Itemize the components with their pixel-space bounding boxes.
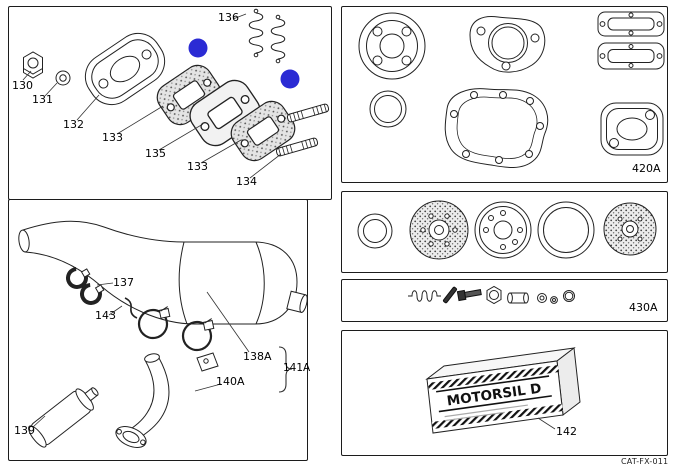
kit-textured-disc — [603, 202, 657, 256]
washer-part — [55, 70, 71, 86]
part-label-141a: 141A — [283, 362, 311, 374]
kit-plug — [486, 285, 502, 305]
exhaust-flange-gasket — [600, 102, 664, 156]
part-label-131: 131 — [32, 93, 53, 106]
doc-code: CAT-FX-011 — [621, 457, 669, 466]
panel-kit-hardware — [341, 279, 668, 322]
reed-gasket-bottom — [597, 42, 665, 70]
clamp-ring-b — [181, 318, 215, 352]
elbow-pipe-part — [127, 353, 170, 439]
kit-spring — [408, 290, 441, 302]
kit-roller-pin — [507, 292, 529, 304]
clamp-part-a — [66, 267, 91, 289]
manifold-diagram — [22, 8, 330, 179]
clamp-ring-a — [137, 306, 171, 340]
kit-shaped-gasket — [474, 201, 532, 259]
part-label-134: 134 — [236, 175, 257, 188]
kit-seal-ring — [357, 213, 393, 249]
part-label-133b: 133 — [187, 160, 208, 173]
part-label-142: 142 — [556, 425, 577, 438]
round-flange-gasket — [358, 12, 426, 80]
stud-part-a — [286, 103, 330, 123]
part-label-139: 139 — [14, 424, 35, 437]
panel-gasket-set — [341, 6, 668, 183]
reed-gasket-top — [597, 11, 665, 37]
panel-kit-discs — [341, 191, 668, 273]
kit-hardware-diagram — [408, 285, 575, 305]
silencer-part — [28, 387, 99, 448]
exhaust-spring-b — [270, 14, 286, 64]
sealant-box-part: MOTORSIL D — [425, 347, 581, 434]
marker-dot-2[interactable] — [280, 69, 300, 89]
elbow-flange-part — [115, 426, 147, 448]
part-label-143: 143 — [95, 309, 116, 322]
part-label-140a: 140A — [216, 375, 245, 388]
kit-large-ring — [537, 201, 595, 259]
part-label-137: 137 — [113, 276, 134, 289]
kit-washer-large — [537, 293, 547, 303]
group-code-430a: 430A — [629, 301, 658, 314]
spring-hook-part — [124, 297, 138, 319]
leader-lines — [32, 282, 293, 428]
cylinder-head-gasket — [469, 16, 546, 73]
nut-part — [23, 51, 43, 79]
exhaust-spring-a — [248, 8, 264, 58]
exhaust-diagram — [18, 220, 307, 448]
part-label-132: 132 — [63, 118, 84, 131]
marker-dot-1[interactable] — [188, 38, 208, 58]
kit-discs-diagram — [357, 200, 657, 260]
clamp-part-b — [80, 283, 105, 305]
part-label-136: 136 — [218, 11, 239, 24]
part-label-130: 130 — [12, 79, 33, 92]
kit-o-ring-small — [563, 290, 575, 302]
panel-manifold — [8, 6, 332, 200]
grouping-brace — [278, 346, 293, 393]
stinger-outlet-part — [286, 290, 307, 313]
kit-pin — [442, 286, 458, 304]
part-label-133a: 133 — [102, 131, 123, 144]
manifold-flange-part — [84, 32, 166, 106]
gasket-set-diagram — [358, 11, 665, 169]
side-cover-gasket — [444, 88, 549, 169]
o-ring-gasket — [369, 90, 407, 128]
kit-bolt — [456, 289, 482, 302]
panel-exhaust — [8, 199, 308, 461]
leader-line-142 — [537, 417, 556, 430]
kit-washer-small — [550, 296, 558, 304]
stud-part-b — [275, 137, 319, 157]
sealant-diagram: MOTORSIL D — [425, 347, 581, 434]
panel-sealant: MOTORSIL D — [341, 330, 668, 456]
kit-friction-disc — [409, 200, 469, 260]
part-label-138a: 138A — [243, 350, 272, 363]
leader-lines — [22, 13, 282, 179]
hanger-bracket-part — [196, 352, 219, 372]
expansion-chamber-part — [18, 220, 298, 325]
part-label-135: 135 — [145, 147, 166, 160]
group-code-420a: 420A — [632, 162, 661, 175]
